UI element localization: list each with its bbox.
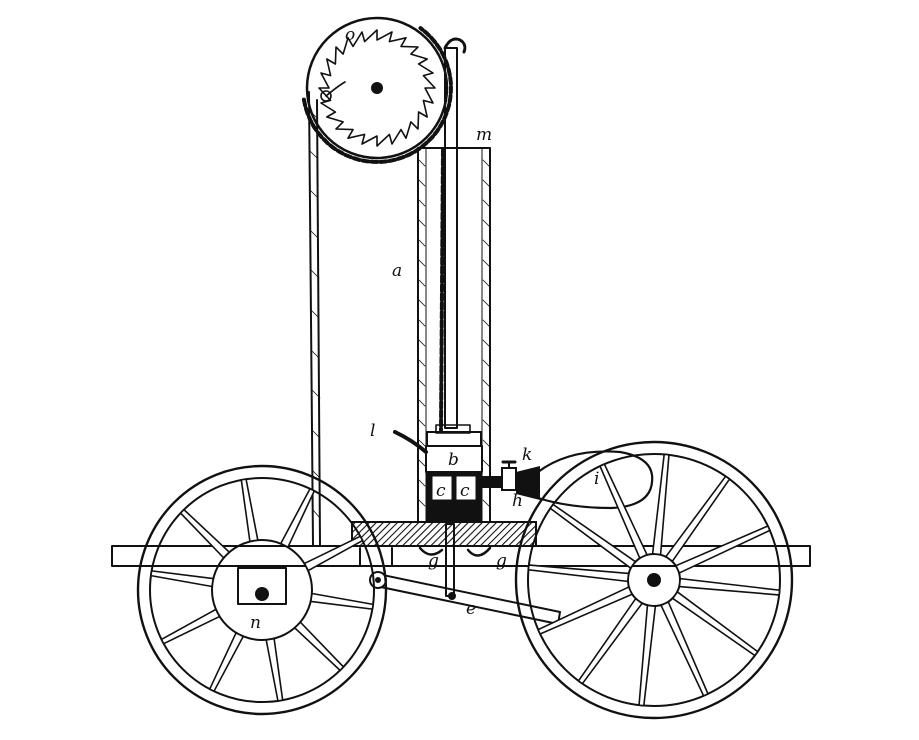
rear-wheel-spoke: [279, 487, 316, 549]
pipe-l: [393, 430, 428, 454]
front-wheel-spoke: [638, 604, 657, 707]
sprocket-chain: [301, 26, 453, 164]
label-o: o: [345, 25, 355, 45]
label-g2: g: [496, 551, 507, 571]
rear-wheel-spoke: [160, 608, 221, 645]
front-wheel-spoke: [674, 524, 771, 575]
rear-wheel: [136, 464, 388, 716]
piston: [425, 424, 483, 473]
rear-wheel-spoke: [293, 621, 345, 672]
label-m: m: [476, 125, 492, 145]
hooks-g: [418, 546, 492, 557]
front-wheel-spoke: [651, 453, 670, 556]
rear-wheel-spoke: [309, 592, 375, 611]
frame-beam: [111, 521, 811, 567]
label-i: i: [594, 469, 599, 489]
valve-chamber: [426, 472, 482, 524]
front-wheel-spoke: [678, 577, 781, 596]
rear-wheel-spoke: [149, 569, 215, 588]
piston-rod: [443, 37, 467, 429]
inner-chain: [439, 148, 445, 432]
label-e: e: [466, 599, 476, 619]
label-g1: g: [428, 551, 439, 571]
label-b: b: [448, 450, 459, 470]
front-wheel-spoke: [664, 475, 731, 563]
valve-k: [482, 460, 540, 500]
rear-wheel-spoke: [240, 478, 259, 543]
rear-wheel-spoke: [265, 637, 284, 702]
gas-bag: [536, 450, 654, 510]
front-wheel: [514, 440, 794, 720]
front-wheel-spoke: [527, 564, 630, 583]
rear-wheel-spoke: [303, 535, 364, 572]
front-wheel-spoke: [537, 585, 634, 636]
label-n: n: [250, 613, 261, 633]
label-l: l: [370, 421, 375, 441]
rear-wheel-spoke: [179, 508, 231, 559]
front-wheel-spoke: [671, 590, 759, 657]
front-wheel-spoke: [659, 600, 710, 697]
label-k: k: [522, 445, 532, 465]
ratchet-wheel: [305, 16, 449, 160]
front-wheel-spoke: [577, 597, 644, 685]
front-wheel-spoke: [549, 503, 637, 570]
label-h: h: [512, 491, 523, 511]
label-c1: c: [436, 481, 446, 501]
rear-wheel-spoke: [208, 631, 245, 693]
label-c2: c: [460, 481, 470, 501]
label-a: a: [392, 261, 402, 281]
front-wheel-spoke: [598, 463, 649, 560]
